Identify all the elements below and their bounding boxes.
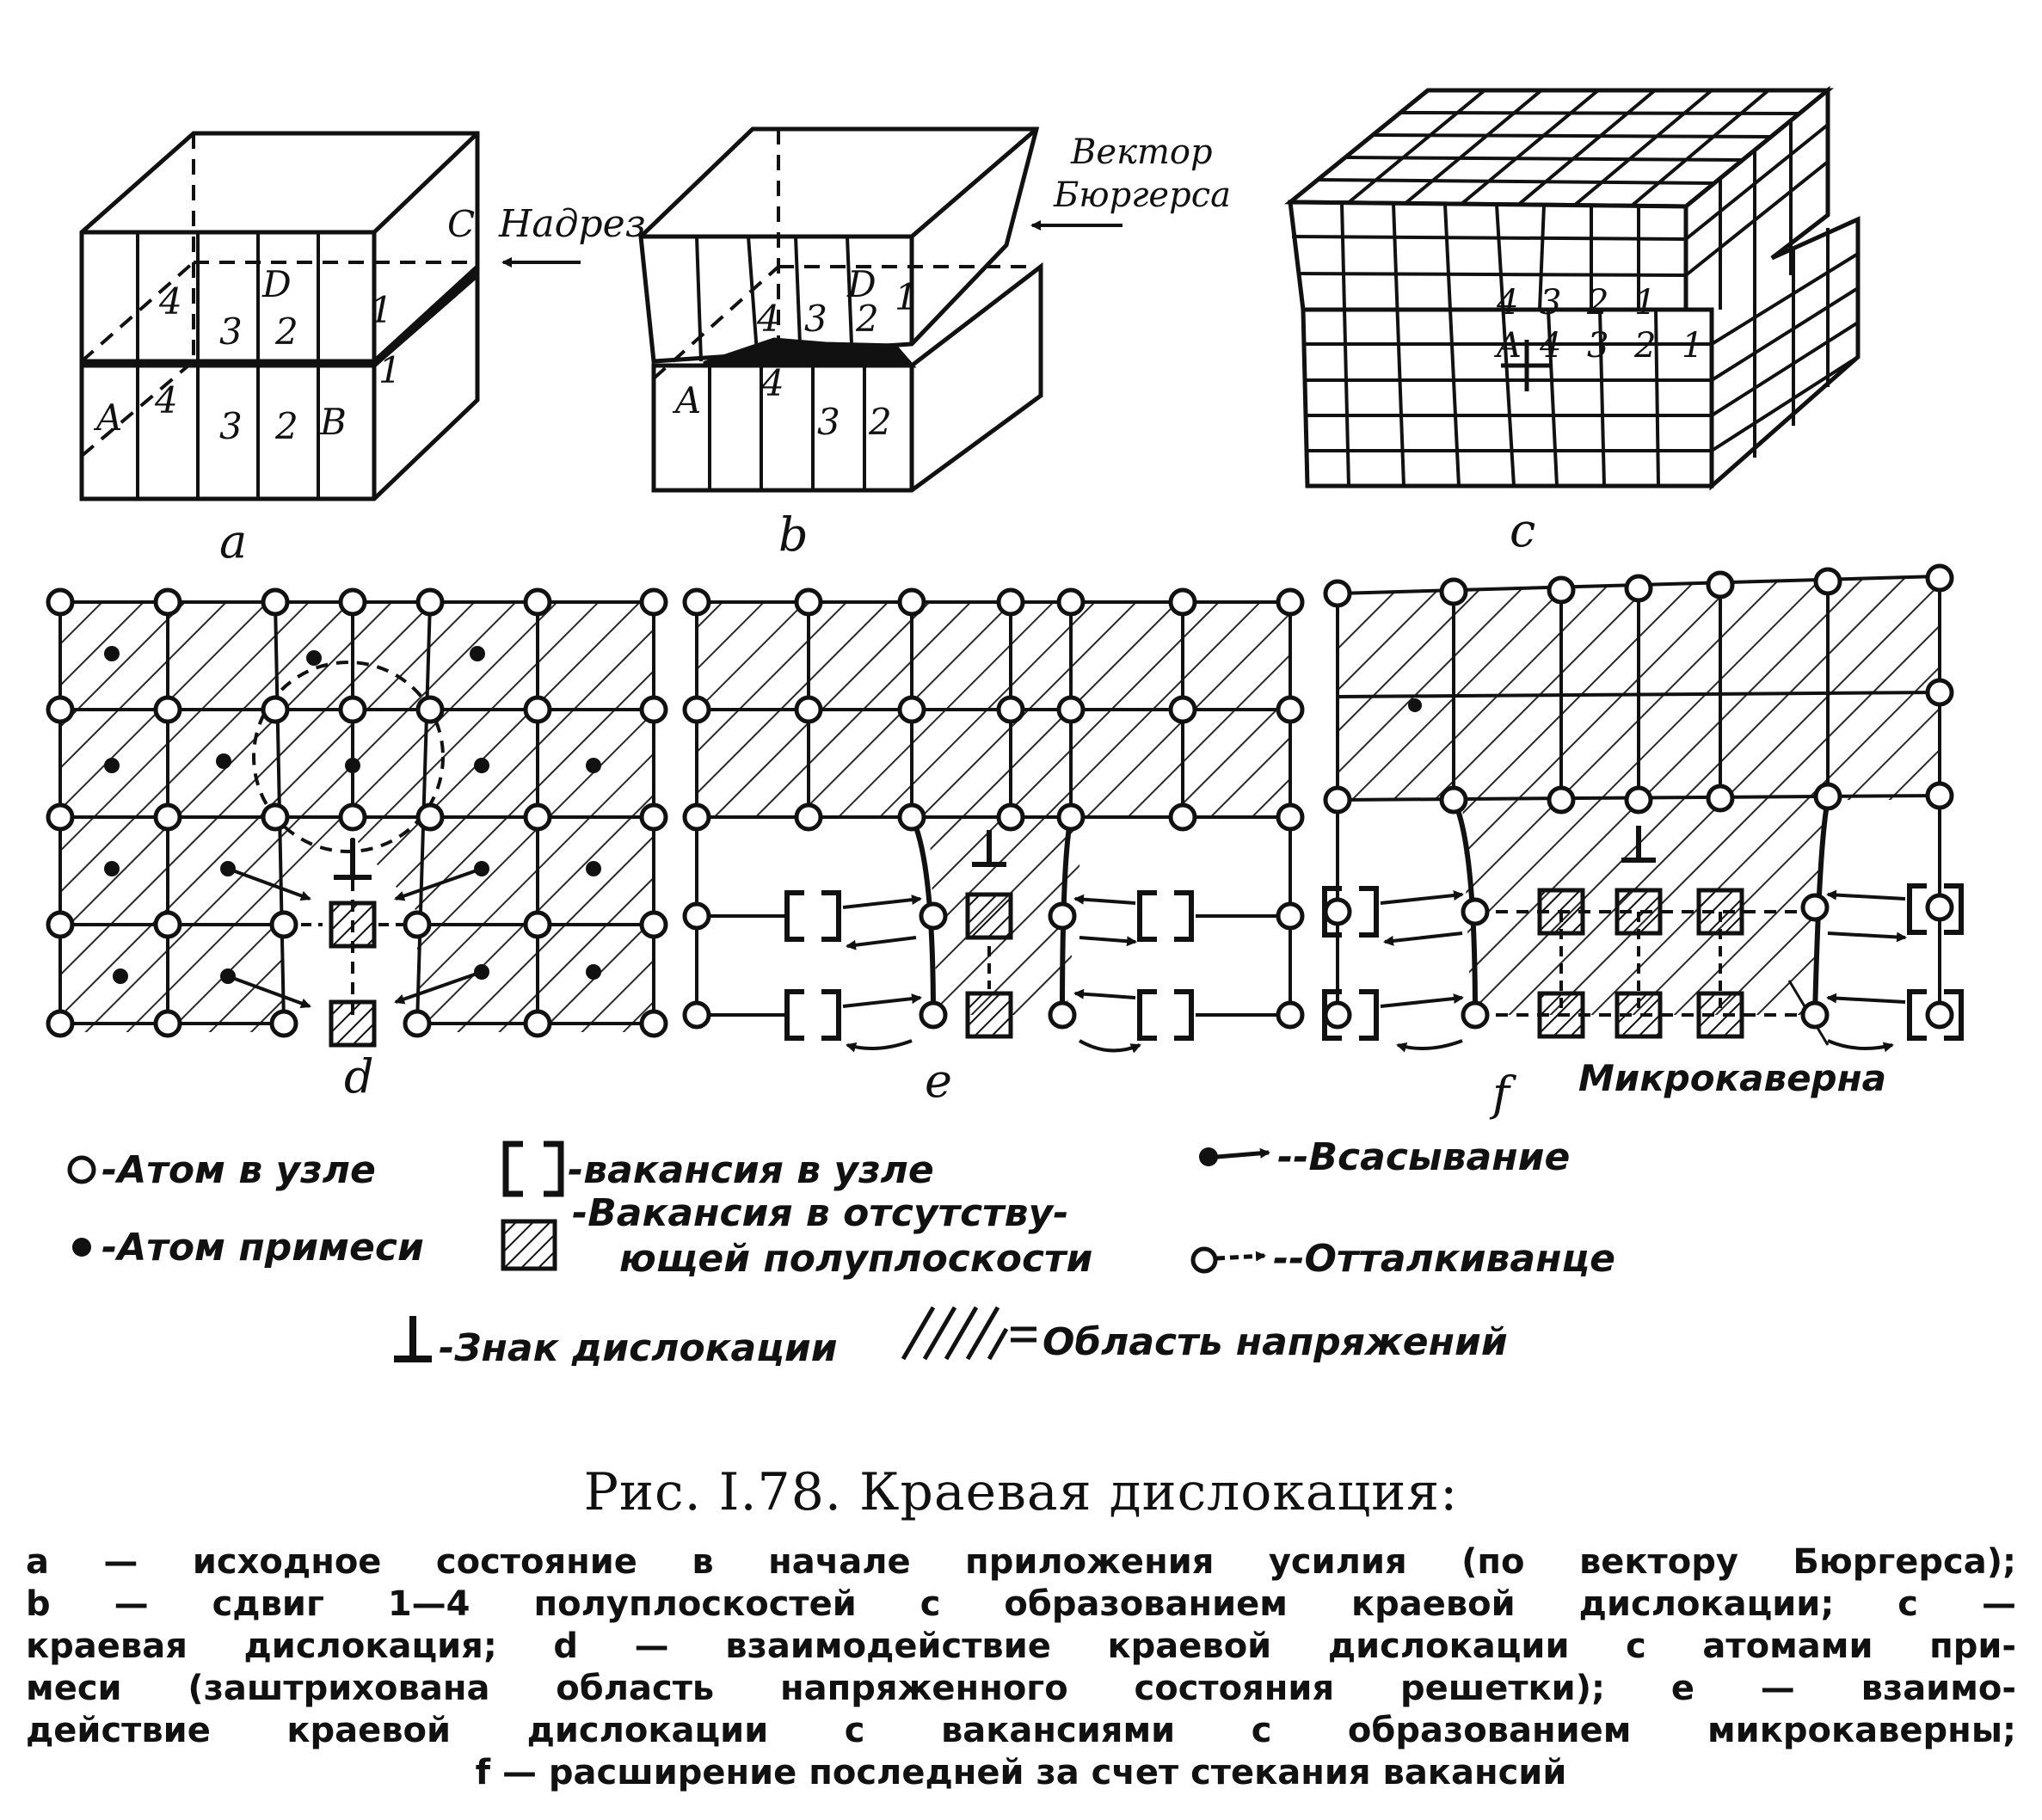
panel-c-labels: 4 3 2 1 A 4 3 2 1 <box>1493 283 1703 366</box>
legend: -Атом в узле -Атом примеси -вакансия в у… <box>67 1135 1615 1370</box>
panel-e-vacancy-interaction <box>682 587 1305 1054</box>
panel-a-upper-num-3: 3 <box>219 311 243 353</box>
caption-line: краевая дислокация; d — взаимодействие к… <box>26 1626 2016 1666</box>
legend-vacancy-missing-line1: -Вакансия в отсутству- <box>572 1191 1068 1235</box>
legend-suction-icon <box>1199 1147 1270 1166</box>
caption-title: Рис. I.78. Краевая дислокация: <box>583 1462 1459 1522</box>
panel-b-lower-num-4: 4 <box>760 362 784 404</box>
legend-vacancy-missing-line2: ющей полуплоскости <box>619 1237 1092 1281</box>
panel-a-point-b: B <box>319 401 347 443</box>
panel-a-point-a: A <box>93 397 122 439</box>
panel-a-notch-label: C <box>447 203 475 245</box>
legend-suction: --Всасывание <box>1277 1135 1570 1179</box>
legend-repulsion: --Отталкиванце <box>1273 1237 1615 1281</box>
caption-line: f — расширение последней за счет стекани… <box>475 1753 1567 1792</box>
panel-a-lower-num-4: 4 <box>154 379 178 421</box>
figure-caption: Рис. I.78. Краевая дислокация: a — исход… <box>0 1462 2042 1794</box>
panel-c-label: c <box>1510 503 1535 557</box>
panel-b-upper-num-1: 1 <box>895 276 918 318</box>
panel-c-point-a: A <box>1493 326 1522 366</box>
panel-a-lower-num-3: 3 <box>219 405 243 447</box>
panel-b-burgers-line2: Бюргерса <box>1053 175 1231 215</box>
panel-b-lower-num-3: 3 <box>817 401 840 443</box>
legend-stress-region-icon <box>901 1306 1036 1361</box>
panel-f-microcavity-expansion <box>1322 563 1964 1053</box>
panel-d-impurity-interaction <box>46 587 668 1048</box>
legend-dislocation-sign-icon <box>394 1316 432 1362</box>
panel-f-impurity-dot <box>1408 698 1422 712</box>
panel-a-labels: A B D C Надрез 4 3 2 1 4 3 2 1 <box>93 202 646 447</box>
panel-c-lower-num-4: 4 <box>1539 326 1561 366</box>
panel-f-label: f <box>1489 1067 1516 1121</box>
panel-c-upper-num-3: 3 <box>1540 283 1561 323</box>
panel-b-lower-num-2: 2 <box>868 401 892 443</box>
legend-atom-icon <box>67 1155 96 1184</box>
legend-repulsion-icon <box>1190 1246 1266 1274</box>
panel-b-label: b <box>778 507 809 562</box>
panel-c-upper-num-4: 4 <box>1496 283 1518 323</box>
panel-a-upper-num-1: 1 <box>370 289 393 331</box>
panel-f-microcavity-label: Микрокаверна <box>1578 1057 1886 1099</box>
panel-b-shift-state <box>638 126 1043 493</box>
legend-atom-in-node: -Атом в узле <box>101 1148 376 1192</box>
panel-c-lower-num-3: 3 <box>1587 326 1608 366</box>
caption-line: b — сдвиг 1—4 полуплоскостей с образован… <box>26 1584 2016 1624</box>
panel-c-upper-num-1: 1 <box>1634 283 1656 323</box>
caption-line: a — исходное состояние в начале приложен… <box>26 1542 2016 1582</box>
panel-b-point-a: A <box>672 379 701 421</box>
legend-vacancy-icon <box>502 1141 564 1197</box>
panel-c-edge-dislocation <box>1284 85 1861 491</box>
panel-a-point-d: D <box>261 263 292 305</box>
panel-a-initial-state <box>79 131 480 501</box>
panel-b-point-d: D <box>846 263 876 305</box>
panel-a-label: a <box>219 514 247 569</box>
panel-b-burgers-line1: Вектор <box>1070 132 1213 172</box>
legend-impurity-atom: -Атом примеси <box>101 1226 424 1270</box>
panel-a-notch-text: Надрез <box>498 202 646 246</box>
panel-a-upper-num-2: 2 <box>274 311 298 353</box>
panel-a-upper-num-4: 4 <box>158 280 182 323</box>
legend-impurity-icon <box>72 1238 91 1257</box>
legend-stress-region: Область напряжений <box>1043 1320 1508 1364</box>
panel-b-upper-num-4: 4 <box>756 298 780 340</box>
legend-vacancy-in-node: -вакансия в узле <box>568 1148 934 1192</box>
figure-illustration: A B D C Надрез 4 3 2 1 4 3 2 1 a <box>46 85 1964 1370</box>
panel-e-label: e <box>925 1054 952 1108</box>
legend-dislocation-sign: -Знак дислокации <box>439 1326 838 1370</box>
legend-missing-vacancy-icon <box>501 1219 557 1271</box>
panel-c-lower-num-2: 2 <box>1633 326 1656 366</box>
panel-d-label: d <box>344 1049 374 1104</box>
panel-c-lower-num-1: 1 <box>1682 326 1703 366</box>
panel-b-labels: A D 4 3 2 1 4 3 2 Вектор Бюргерса <box>672 132 1231 443</box>
caption-line: действие краевой дислокации с вакансиями… <box>26 1711 2016 1750</box>
panel-a-lower-num-1: 1 <box>378 349 402 391</box>
panel-b-upper-num-2: 2 <box>855 298 879 340</box>
caption-line: меси (заштрихована область напряженного … <box>26 1669 2016 1708</box>
panel-a-lower-num-2: 2 <box>274 405 298 447</box>
caption-body: a — исходное состояние в начале приложен… <box>0 1541 2042 1794</box>
panel-b-upper-num-3: 3 <box>804 298 827 340</box>
panel-c-upper-num-2: 2 <box>1586 283 1608 323</box>
